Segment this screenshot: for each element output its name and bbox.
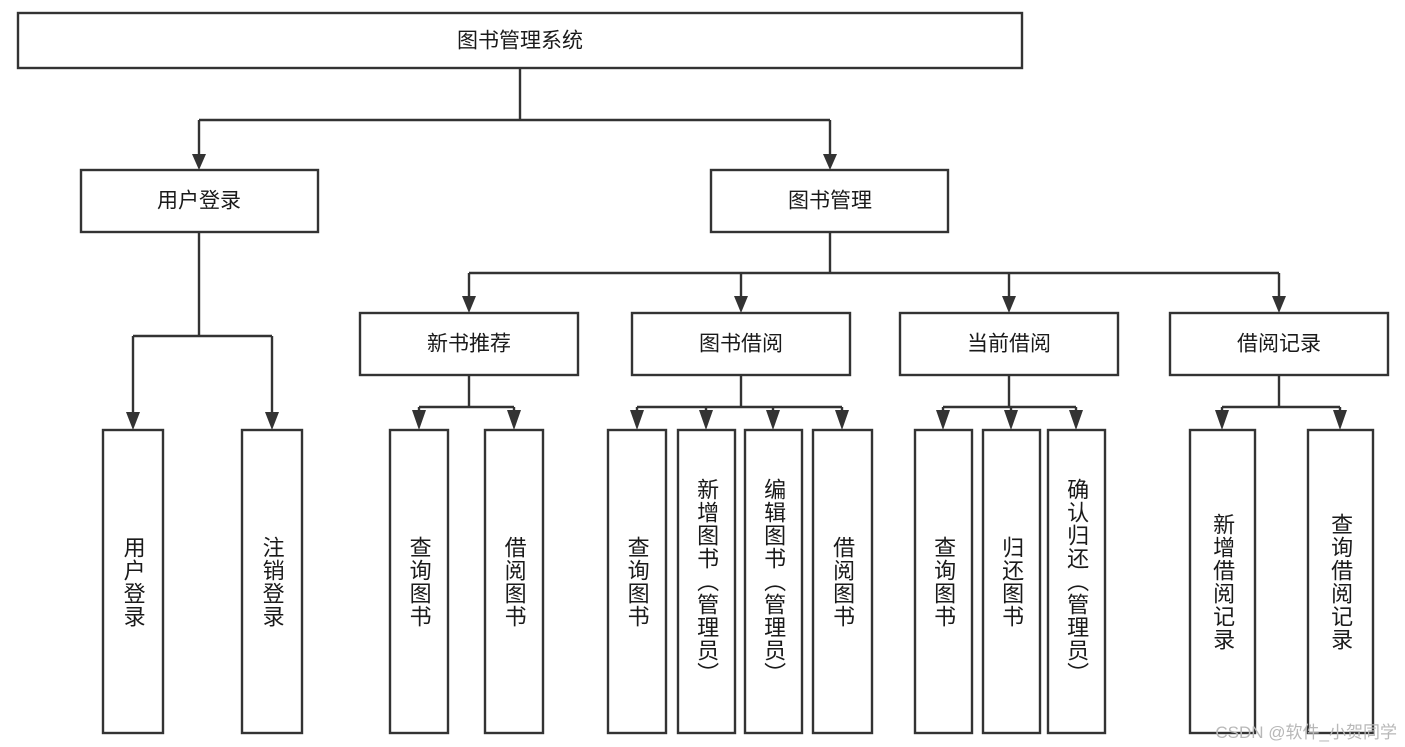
leaf-box-user-login-1[interactable] bbox=[240, 428, 304, 735]
arrow-user-login-to-leaf-1 bbox=[265, 412, 279, 430]
arrow-book-borrow-to-leaf-0 bbox=[630, 410, 644, 430]
arrow-new-book-to-leaf-0 bbox=[412, 410, 426, 430]
node-borrow-record[interactable] bbox=[1168, 311, 1390, 377]
node-new-book-recommend[interactable] bbox=[358, 311, 580, 377]
node-book-management[interactable] bbox=[709, 168, 950, 234]
arrow-book-borrow-to-leaf-3 bbox=[835, 410, 849, 430]
node-current-borrow[interactable] bbox=[898, 311, 1120, 377]
node-root[interactable] bbox=[16, 11, 1024, 70]
arrow-book-mgmt-to-l3-2 bbox=[1002, 296, 1016, 313]
arrow-book-borrow-to-leaf-2 bbox=[766, 410, 780, 430]
node-user-login-label: 用户登录 bbox=[157, 190, 241, 213]
leaf-box-new-book-0[interactable] bbox=[388, 428, 450, 735]
node-borrow-record-label: 借阅记录 bbox=[1237, 333, 1321, 356]
arrow-current-borrow-to-leaf-2 bbox=[1069, 410, 1083, 430]
leaf-box-borrow-record-1[interactable] bbox=[1306, 428, 1375, 735]
arrow-book-mgmt-to-l3-1 bbox=[734, 296, 748, 313]
leaf-box-new-book-1[interactable] bbox=[483, 428, 545, 735]
arrow-user-login-to-leaf-0 bbox=[126, 412, 140, 430]
node-user-login[interactable] bbox=[79, 168, 320, 234]
arrow-borrow-record-to-leaf-1 bbox=[1333, 410, 1347, 430]
arrow-current-borrow-to-leaf-1 bbox=[1004, 410, 1018, 430]
arrow-book-mgmt-to-l3-3 bbox=[1272, 296, 1286, 313]
arrow-new-book-to-leaf-1 bbox=[507, 410, 521, 430]
leaf-box-book-borrow-1[interactable] bbox=[676, 428, 737, 735]
arrow-book-mgmt-to-l3-0 bbox=[462, 296, 476, 313]
node-book-borrow-label: 图书借阅 bbox=[699, 333, 783, 356]
leaf-box-book-borrow-0[interactable] bbox=[606, 428, 668, 735]
node-book-management-label: 图书管理 bbox=[788, 190, 872, 213]
node-layer: 图书管理系统 用户登录 图书管理 新书推荐 图书借阅 当前借阅 借阅记录 bbox=[16, 11, 1390, 735]
leaf-box-book-borrow-2[interactable] bbox=[743, 428, 804, 735]
arrow-borrow-record-to-leaf-0 bbox=[1215, 410, 1229, 430]
node-book-borrow[interactable] bbox=[630, 311, 852, 377]
node-new-book-recommend-label: 新书推荐 bbox=[427, 333, 511, 356]
arrow-root-to-user-login bbox=[192, 154, 206, 170]
leaf-box-current-borrow-1[interactable] bbox=[981, 428, 1042, 735]
connector-layer bbox=[126, 68, 1347, 430]
node-current-borrow-label: 当前借阅 bbox=[967, 333, 1051, 356]
leaf-box-current-borrow-0[interactable] bbox=[913, 428, 974, 735]
leaf-box-borrow-record-0[interactable] bbox=[1188, 428, 1257, 735]
leaf-box-book-borrow-3[interactable] bbox=[811, 428, 874, 735]
node-root-label: 图书管理系统 bbox=[457, 30, 583, 53]
arrow-current-borrow-to-leaf-0 bbox=[936, 410, 950, 430]
leaf-box-user-login-0[interactable] bbox=[101, 428, 165, 735]
arrow-book-borrow-to-leaf-1 bbox=[699, 410, 713, 430]
leaf-box-current-borrow-2[interactable] bbox=[1046, 428, 1107, 735]
arrow-root-to-book-mgmt bbox=[823, 154, 837, 170]
csdn-watermark: CSDN @软件_小贺同学 bbox=[1215, 723, 1397, 742]
